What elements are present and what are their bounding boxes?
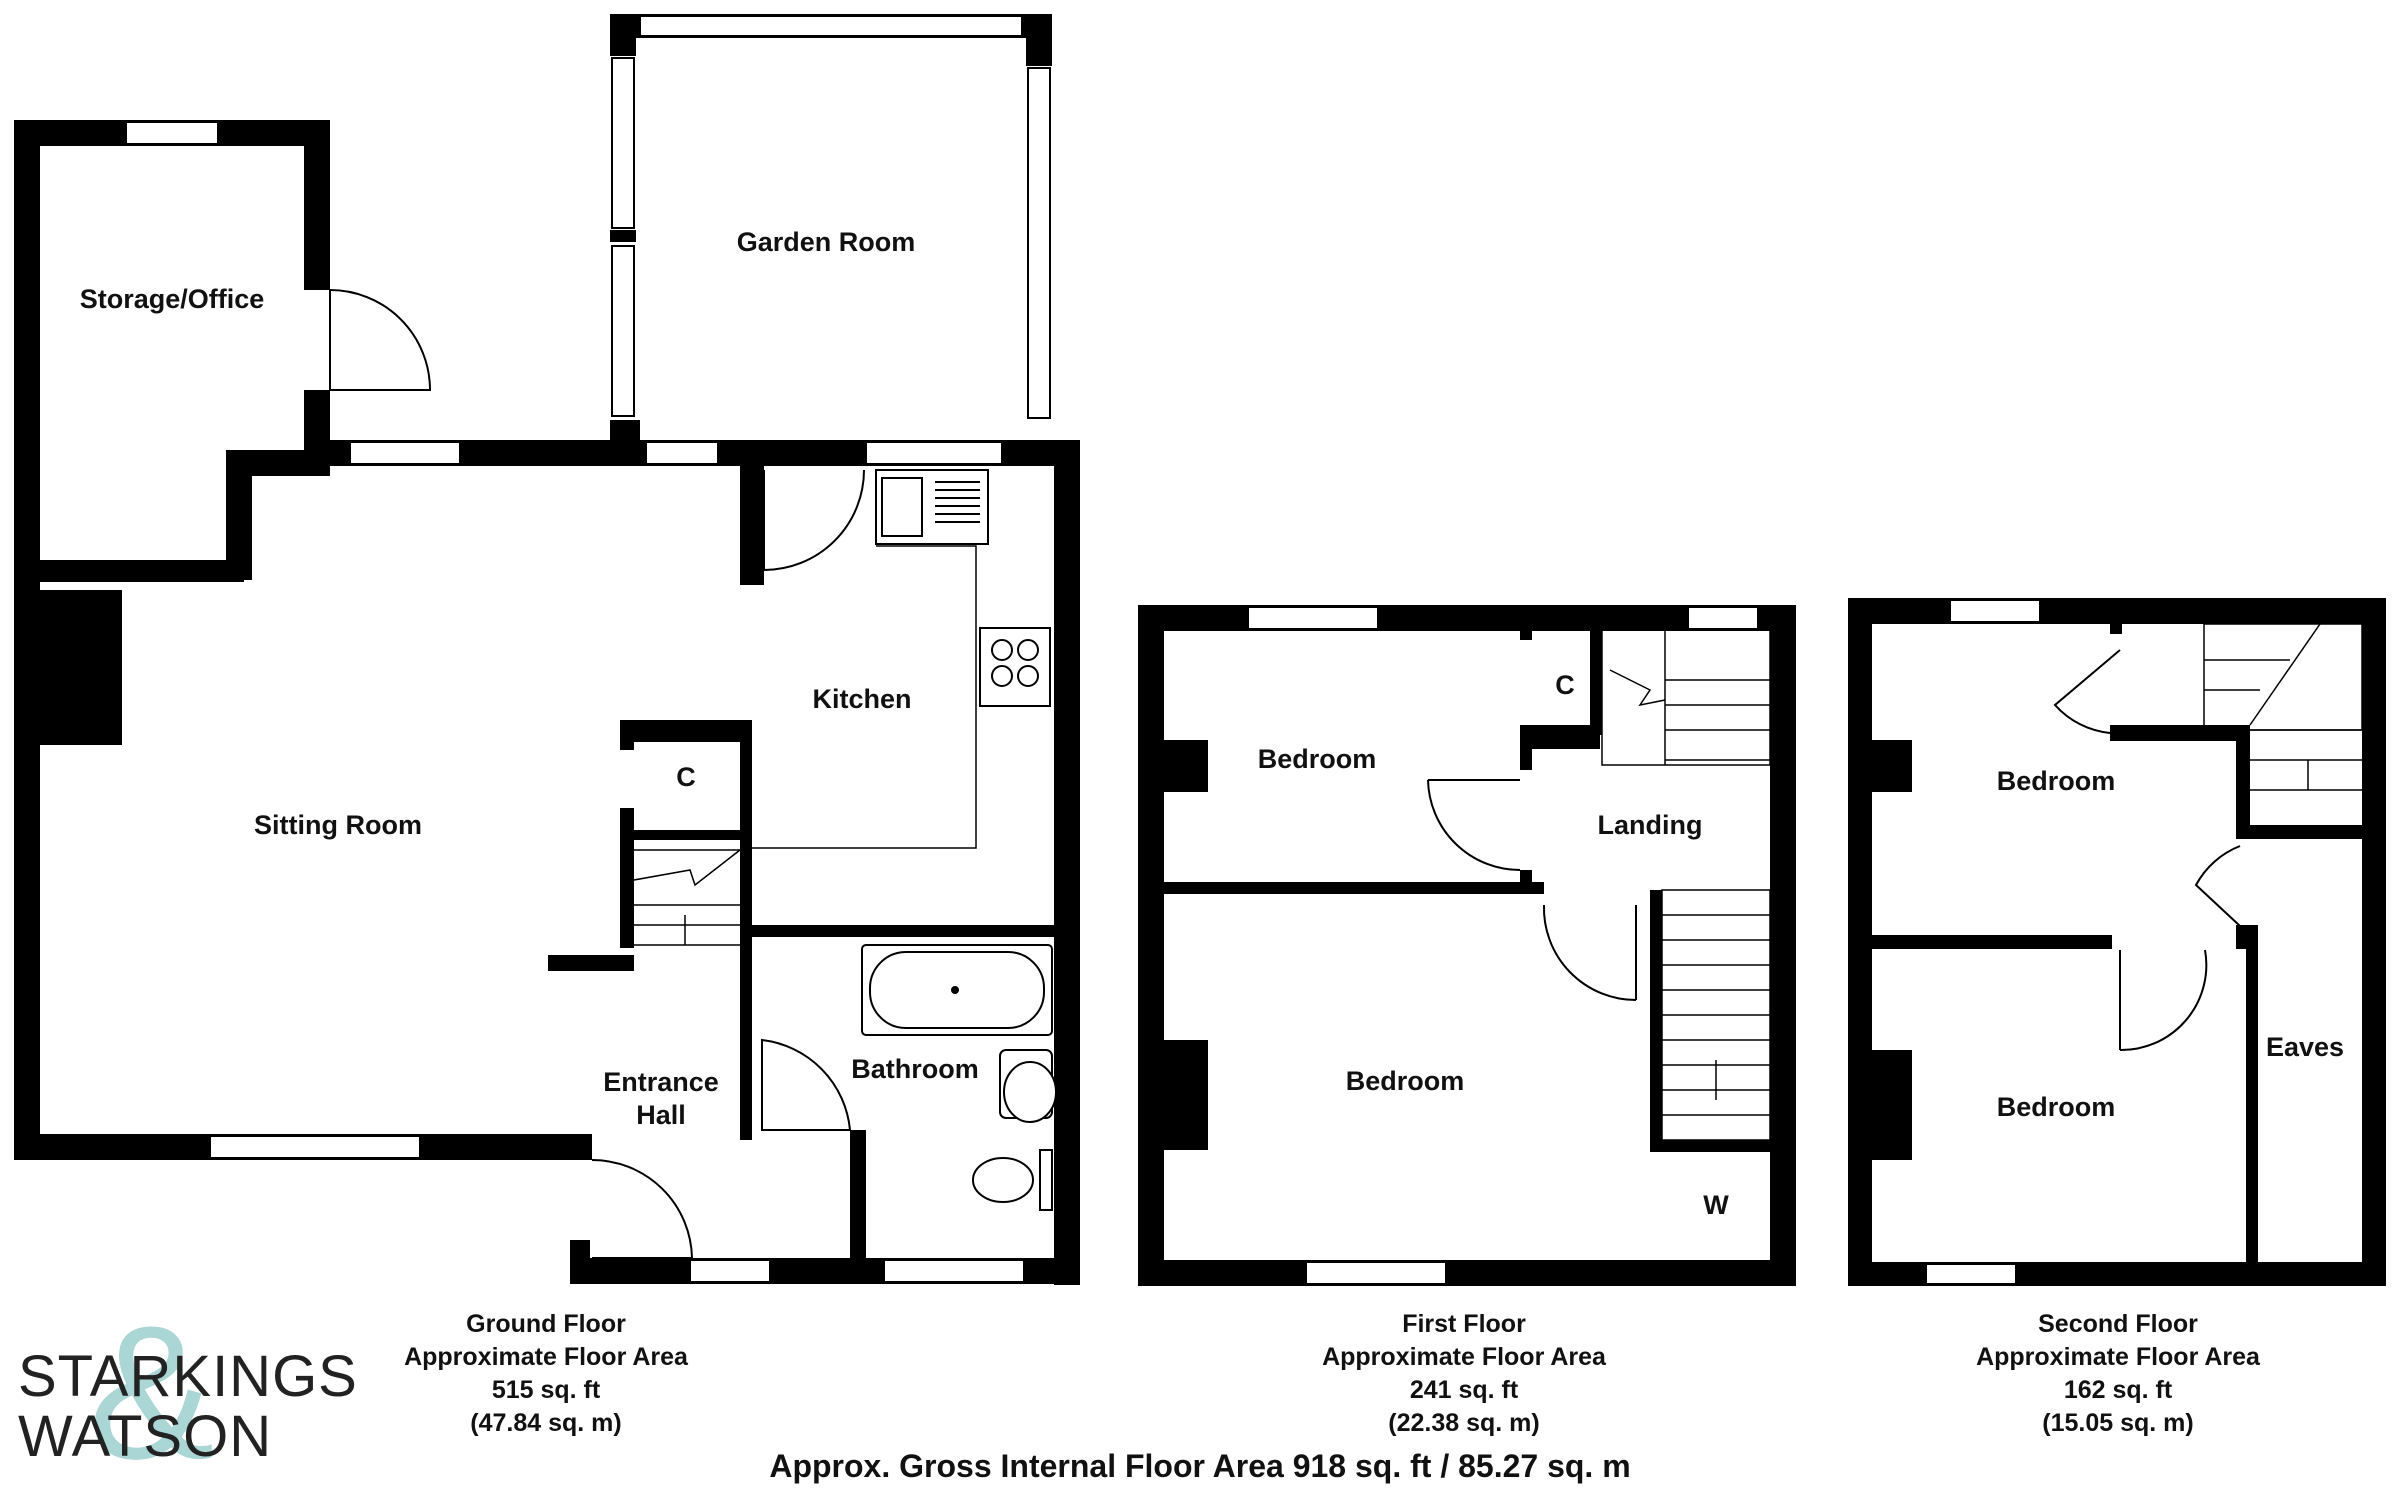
caption-second-label: Approximate Floor Area <box>1976 1343 2260 1371</box>
caption-ground-label: Approximate Floor Area <box>404 1343 688 1371</box>
caption-first-sqft: 241 sq. ft <box>1409 1376 1519 1404</box>
caption-ground-sqft: 515 sq. ft <box>491 1376 601 1404</box>
label-bedroom-2f-top: Bedroom <box>1997 766 2116 796</box>
caption-ground-title: Ground Floor <box>466 1310 626 1338</box>
caption-first-title: First Floor <box>1402 1310 1526 1338</box>
toilet-icon <box>1039 1149 1053 1211</box>
label-cupboard-ground: C <box>676 762 696 792</box>
caption-ground-sqm: (47.84 sq. m) <box>470 1409 622 1437</box>
room-labels: Storage/Office Garden Room Kitchen C Sit… <box>80 227 2344 1220</box>
label-bathroom: Bathroom <box>851 1054 979 1084</box>
label-kitchen: Kitchen <box>812 684 911 714</box>
caption-ground-floor: Ground Floor Approximate Floor Area 515 … <box>346 1308 746 1440</box>
label-sitting-room: Sitting Room <box>254 810 422 840</box>
caption-second-floor: Second Floor Approximate Floor Area 162 … <box>1918 1308 2318 1440</box>
logo-line-2: WATSON <box>18 1404 273 1469</box>
windows <box>125 15 2041 1285</box>
fixtures <box>752 469 1057 1211</box>
label-bedroom-1f-small: Bedroom <box>1258 744 1377 774</box>
label-bedroom-2f-bottom: Bedroom <box>1997 1092 2116 1122</box>
caption-first-floor: First Floor Approximate Floor Area 241 s… <box>1264 1308 1664 1440</box>
label-garden-room: Garden Room <box>737 227 916 257</box>
label-bedroom-1f-large: Bedroom <box>1346 1066 1465 1096</box>
stairs <box>633 623 2363 1141</box>
label-wardrobe: W <box>1703 1190 1729 1220</box>
label-entrance: Entrance <box>603 1067 719 1097</box>
starkings-watson-logo: & STARKINGS WATSON <box>18 1308 357 1478</box>
caption-first-sqm: (22.38 sq. m) <box>1388 1409 1540 1437</box>
caption-second-title: Second Floor <box>2038 1310 2198 1338</box>
total-floor-area: Approx. Gross Internal Floor Area 918 sq… <box>769 1448 1631 1484</box>
caption-second-sqft: 162 sq. ft <box>2063 1376 2173 1404</box>
label-landing: Landing <box>1598 810 1703 840</box>
svg-text:&: & <box>88 1308 215 1478</box>
label-eaves: Eaves <box>2266 1032 2344 1062</box>
label-hall: Hall <box>636 1100 686 1130</box>
door-swings <box>329 289 2241 1259</box>
hob-icon <box>979 627 1051 707</box>
label-cupboard-first: C <box>1555 670 1575 700</box>
caption-second-sqm: (15.05 sq. m) <box>2042 1409 2194 1437</box>
logo-line-1: STARKINGS <box>18 1344 358 1409</box>
caption-first-label: Approximate Floor Area <box>1322 1343 1606 1371</box>
label-storage-office: Storage/Office <box>80 284 265 314</box>
